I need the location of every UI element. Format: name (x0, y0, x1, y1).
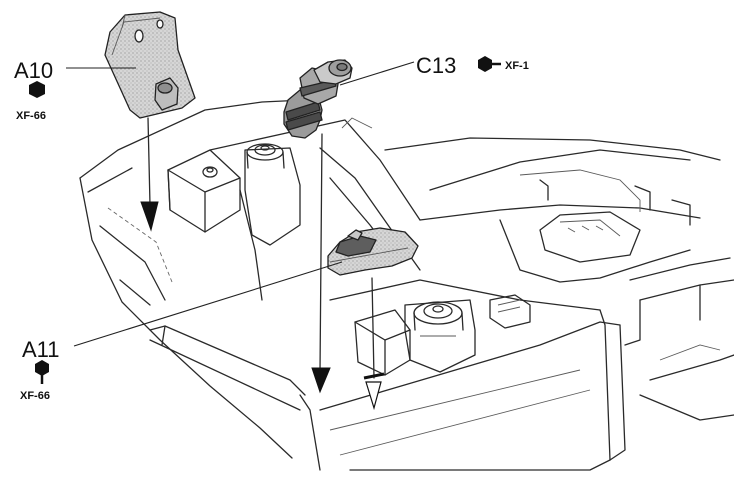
c13-arrow-icon (311, 367, 331, 394)
a11-label: A11 (22, 337, 60, 362)
c13-rubber-grommet (283, 59, 353, 139)
a11-insulator-pad (327, 227, 419, 276)
c13-label: C13 (416, 53, 456, 78)
callout-a11: A11 XF-66 (20, 337, 60, 402)
hex-stem-icon (35, 360, 49, 384)
a10-insulator-pad (104, 11, 196, 119)
a10-spec: XF-66 (16, 110, 46, 122)
callout-c13: C13 XF-1 (416, 53, 529, 78)
rear-mount-assembly (354, 299, 476, 376)
left-mount-assembly (167, 143, 301, 246)
a11-arrow-icon (365, 381, 382, 411)
assembly-arrows (140, 117, 385, 411)
hexagon-icon (29, 81, 45, 98)
a11-spec: XF-66 (20, 390, 50, 402)
leader-lines (66, 61, 415, 347)
hex-arrow-icon (478, 56, 501, 72)
callout-a10: A10 XF-66 (14, 58, 53, 122)
c13-spec: XF-1 (505, 60, 529, 72)
vehicle-floor-structure (79, 99, 734, 471)
a10-label: A10 (14, 58, 53, 83)
a10-arrow-icon (140, 201, 159, 232)
